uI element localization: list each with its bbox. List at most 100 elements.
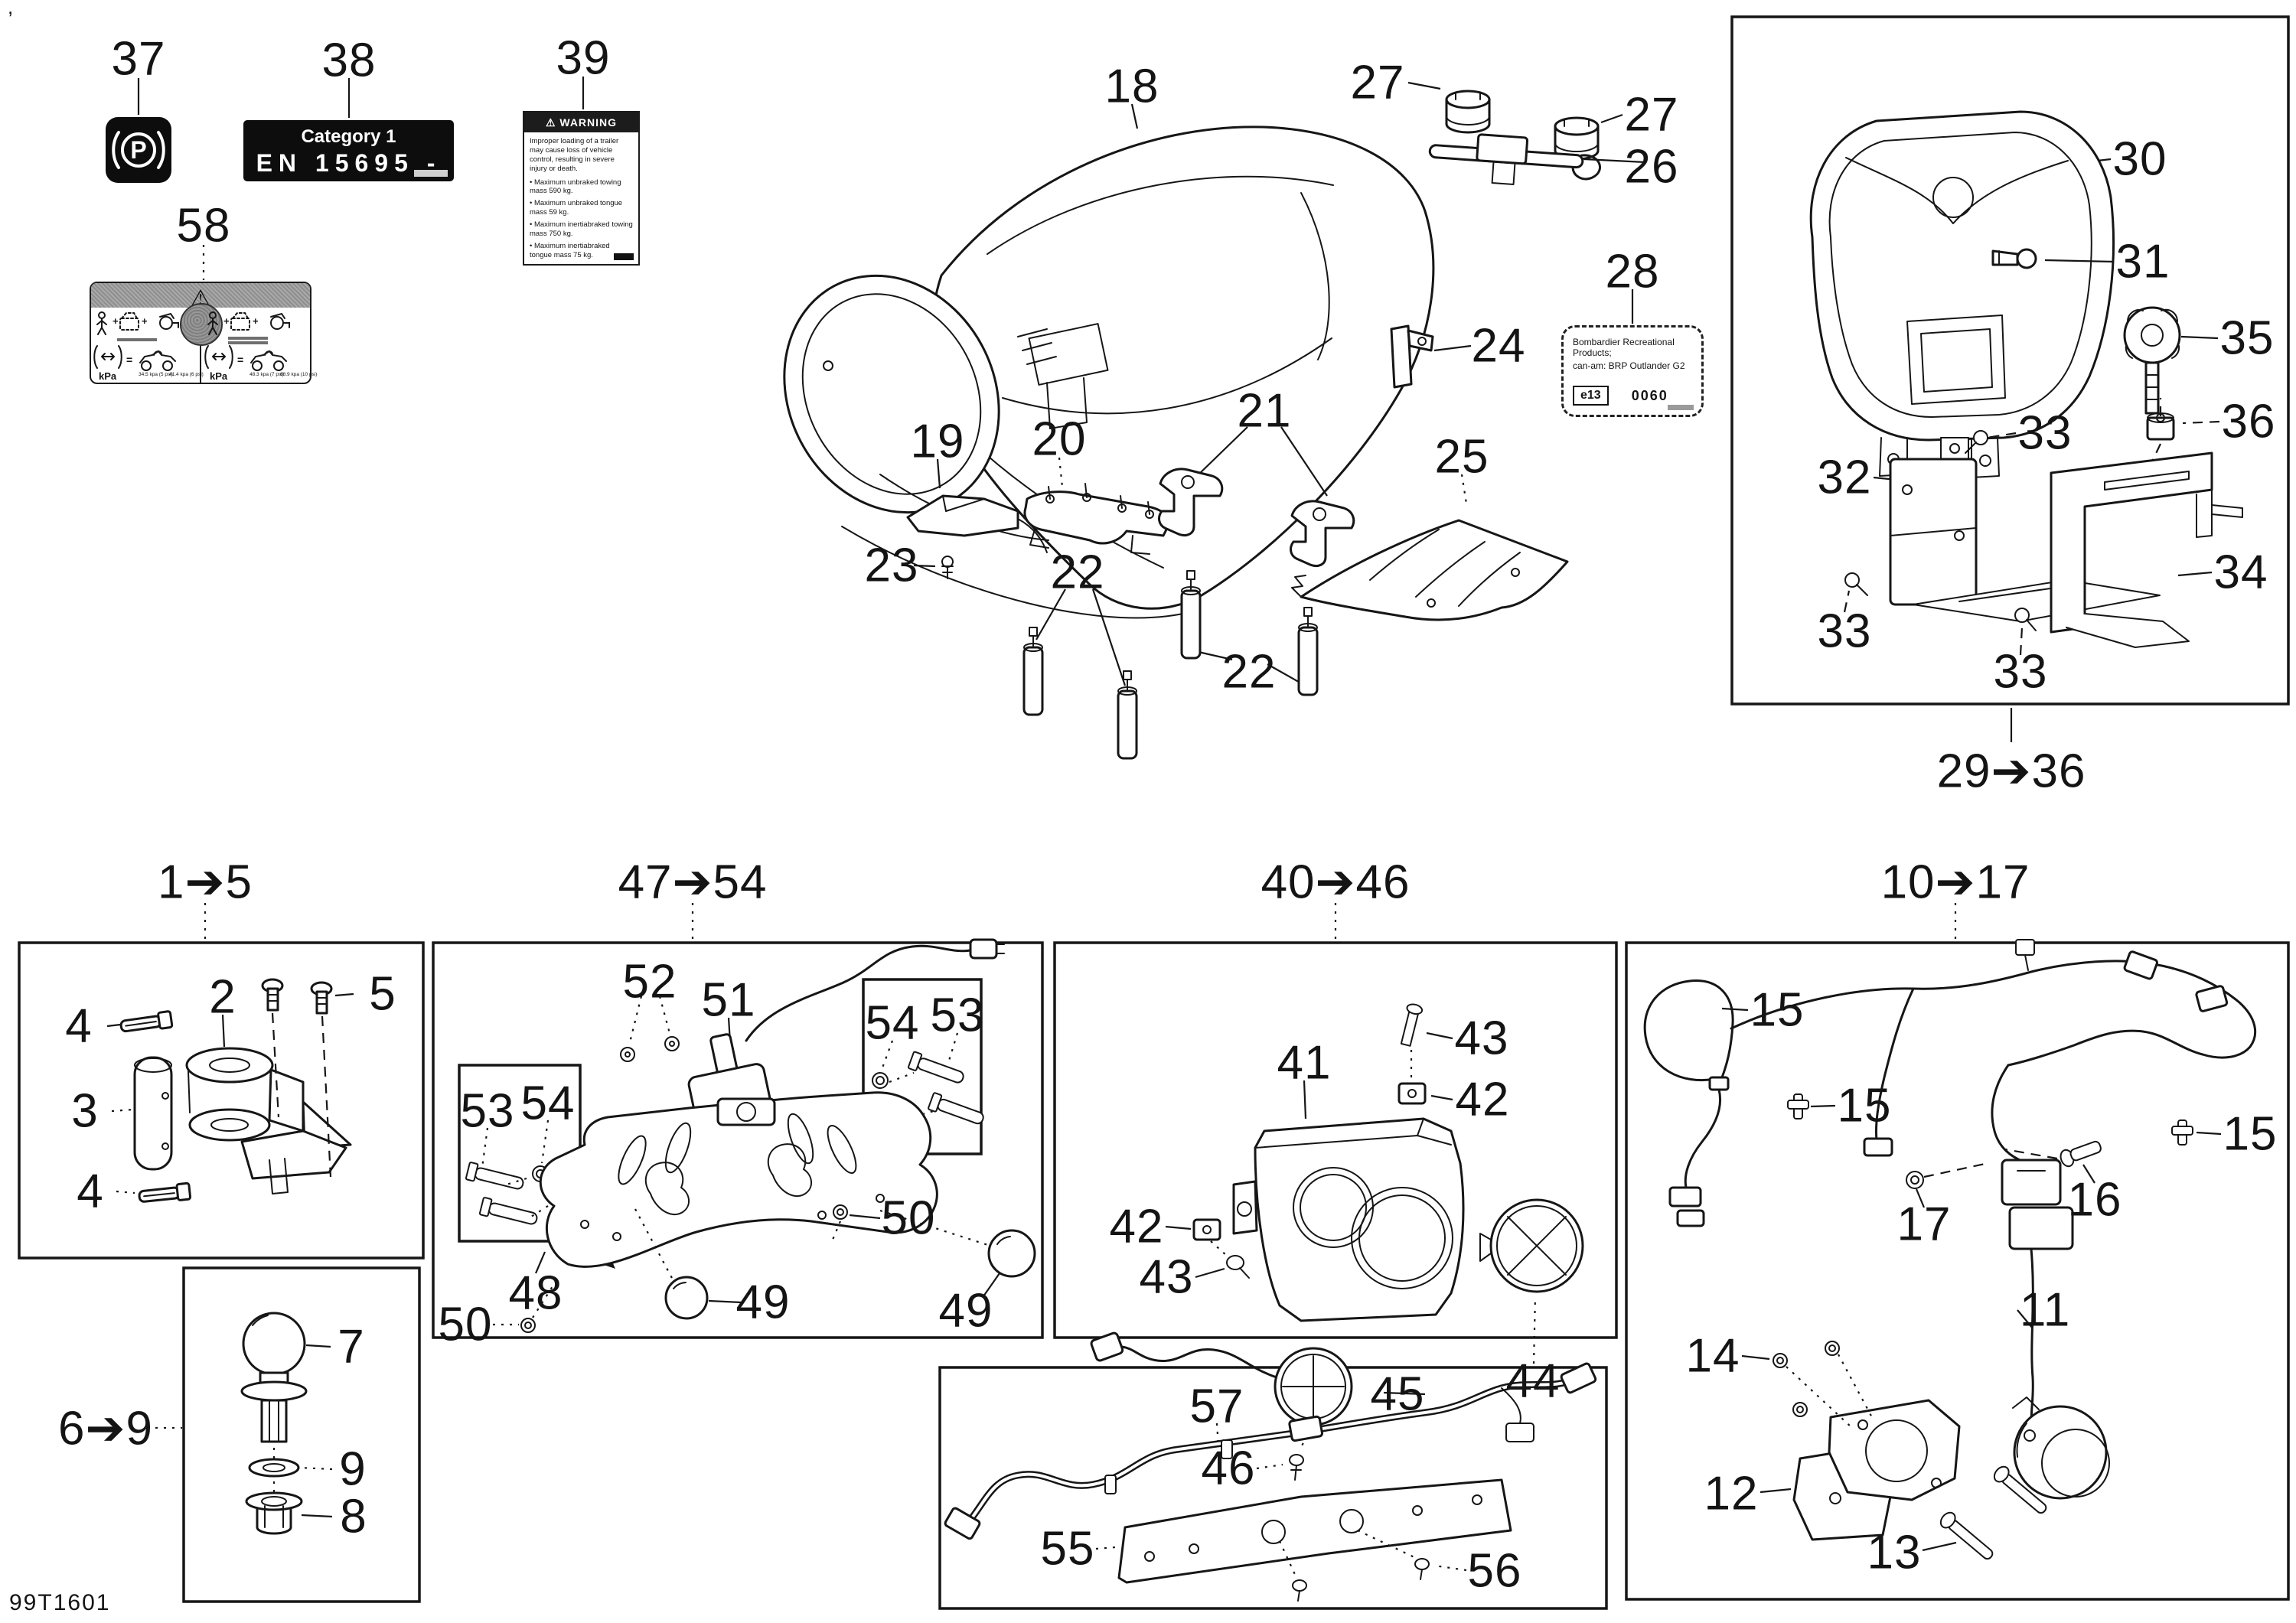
screw-43-top (1400, 1003, 1453, 1080)
callout-49: 49 (735, 1276, 791, 1329)
box-1-5 (18, 941, 425, 1260)
box-29-36 (1730, 15, 2290, 706)
category-line1: Category 1 (301, 126, 396, 147)
decal-trailer-warning: ⚠ WARNING Improper loading of a trailer … (523, 111, 640, 266)
callout-23: 23 (864, 539, 919, 592)
callout-44: 44 (1505, 1354, 1561, 1408)
load-text-bar (228, 337, 268, 340)
callout-36: 36 (2221, 395, 2276, 448)
category-line2: EN 15695 - 1 (256, 149, 442, 205)
callout-51: 51 (701, 973, 756, 1027)
nuts-50 (493, 1204, 881, 1333)
load-text-bar (228, 341, 268, 344)
callout-54: 54 (520, 1077, 576, 1130)
callout-15: 15 (1750, 983, 1805, 1037)
plates-12 (1760, 1399, 1961, 1541)
lamp-45 (1090, 1331, 1426, 1426)
screw-43-left (1195, 1240, 1250, 1279)
dampers-22 (1022, 570, 1319, 760)
bracket-32 (1873, 437, 2161, 622)
callout-48: 48 (508, 1266, 563, 1320)
pressure-right-front: 48.3 kpa (7 psi) (249, 372, 284, 377)
callout-27: 27 (1624, 88, 1679, 142)
callout-15: 15 (1837, 1079, 1892, 1133)
plus-sign: + (253, 315, 259, 327)
callout-43: 43 (1454, 1012, 1509, 1065)
washer-9 (248, 1458, 333, 1478)
pin-4-lower (116, 1181, 192, 1203)
clip-42-left (1165, 1218, 1221, 1241)
hitch-bracket-2 (185, 1014, 352, 1194)
hitch-ball-7 (240, 1312, 331, 1492)
decal-tire-pressure: ⚠ (90, 282, 317, 384)
callout-4: 4 (77, 1165, 104, 1218)
warning-bullet-list: Maximum unbraked towing mass 590 kg.Maxi… (530, 178, 633, 260)
warning-intro: Improper loading of a trailer may cause … (530, 137, 619, 173)
pressure-left-front: 34.5 kpa (5 psi) (139, 372, 173, 377)
callout-13: 13 (1867, 1526, 1922, 1579)
caption-leaders (147, 708, 2013, 1429)
warning-title: ⚠ WARNING (524, 112, 638, 132)
pin-31 (1991, 248, 2115, 269)
callout-12: 12 (1704, 1467, 1759, 1520)
callout-53: 53 (930, 989, 985, 1042)
callout-22: 22 (1221, 645, 1277, 699)
category-code-bar (414, 170, 448, 177)
brackets-21 (1158, 426, 1355, 568)
relay-16 (2001, 1140, 2102, 1250)
screws-13 (1922, 1465, 2047, 1560)
callout-5: 5 (369, 967, 396, 1021)
callout-34: 34 (2213, 546, 2268, 599)
callout-38: 38 (321, 34, 377, 87)
pressure-divider (200, 311, 201, 383)
callout-41: 41 (1277, 1036, 1332, 1090)
equals-sign: = (237, 354, 244, 366)
parking-letter: P (130, 136, 146, 164)
callout-16: 16 (2067, 1173, 2122, 1227)
callout-31: 31 (2115, 235, 2170, 288)
washers-52 (620, 996, 680, 1062)
callout-27: 27 (1350, 56, 1405, 109)
warning-bullet: Maximum inertiabraked towing mass 750 kg… (530, 220, 633, 239)
sleeve-3 (111, 1056, 173, 1171)
callout-3: 3 (71, 1084, 99, 1138)
callout-6-9: 6➔9 (58, 1402, 153, 1455)
parking-brake-icon: P (112, 131, 165, 169)
harness-11 (1643, 939, 2257, 1429)
callout-20: 20 (1032, 412, 1087, 466)
nut-8 (245, 1491, 333, 1535)
harness-57 (944, 1362, 1597, 1540)
caps-49 (634, 1208, 1036, 1320)
callout-58: 58 (176, 199, 231, 253)
callout-33: 33 (1993, 645, 2048, 699)
callout-7: 7 (338, 1320, 365, 1374)
callout-53: 53 (460, 1084, 515, 1138)
homologation-number: 0060 (1631, 387, 1668, 403)
pressure-right-rear: 68.9 kpa (10 psi) (280, 372, 318, 377)
nuts-14 (1741, 1341, 1874, 1429)
backrest-30 (1809, 110, 2115, 478)
headlight-41 (1232, 1080, 1465, 1322)
callout-2: 2 (209, 970, 236, 1024)
equals-sign: = (126, 354, 133, 366)
homologation-line1: Bombardier Recreational Products; (1573, 337, 1675, 358)
callout-18: 18 (1104, 60, 1159, 113)
box-10-17 (1625, 941, 2290, 1601)
e-mark: e13 (1573, 386, 1609, 406)
callout-24: 24 (1471, 319, 1526, 373)
clips-15 (1721, 1007, 2222, 1146)
callout-22: 22 (1050, 546, 1105, 599)
bracket-20 (1023, 457, 1170, 555)
callout-42: 42 (1455, 1073, 1510, 1126)
callout-8: 8 (340, 1490, 367, 1543)
callout-1-5: 1➔5 (158, 855, 253, 909)
seat-18 (783, 103, 1435, 619)
callout-21: 21 (1237, 384, 1292, 438)
callout-52: 52 (622, 955, 677, 1009)
plate-55 (1095, 1478, 1512, 1584)
callout-17: 17 (1896, 1198, 1952, 1251)
bushing-27-right (1554, 113, 1623, 161)
sheet-code: 99T1601 (9, 1590, 111, 1615)
callout-42: 42 (1109, 1200, 1164, 1253)
